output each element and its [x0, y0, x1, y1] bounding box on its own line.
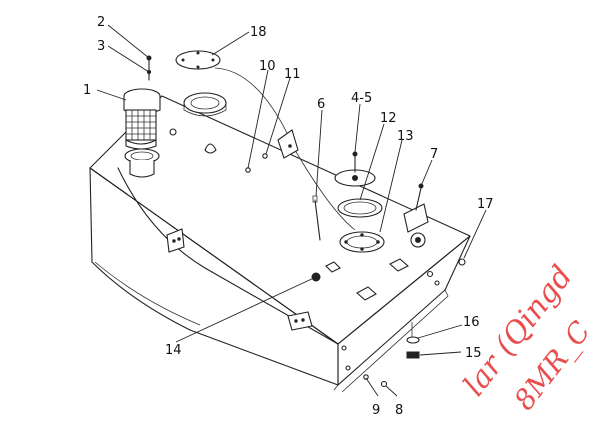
callout-3: 3 — [97, 39, 105, 54]
side-fitting — [458, 258, 466, 266]
top-boss — [204, 143, 217, 154]
callout-11: 11 — [284, 67, 301, 82]
callout-18: 18 — [250, 25, 267, 40]
callout-14: 14 — [165, 343, 182, 358]
callout-6: 6 — [317, 97, 325, 112]
callout-17: 17 — [477, 197, 494, 212]
bracket — [277, 129, 299, 159]
callout-7: 7 — [430, 147, 438, 162]
callout-4-5: 4-5 — [351, 91, 372, 106]
sender-unit — [334, 151, 385, 253]
callout-13: 13 — [397, 129, 414, 144]
mount-pad — [356, 286, 377, 301]
callout-2: 2 — [97, 15, 105, 30]
dipstick — [312, 195, 321, 241]
callout-12: 12 — [380, 111, 397, 126]
leader-lines — [96, 24, 487, 397]
callout-9: 9 — [372, 403, 380, 418]
callout-10: 10 — [259, 59, 276, 74]
drain-plug — [406, 322, 420, 359]
callout-16: 16 — [463, 315, 480, 330]
tank-body — [89, 95, 471, 393]
callout-labels: 2 3 1 18 10 11 6 4-5 12 13 7 17 14 16 15… — [83, 15, 494, 418]
filler-strainer — [123, 55, 161, 178]
front-bracket — [287, 311, 313, 331]
callout-15: 15 — [465, 346, 482, 361]
watermark: lar (Qingd 8MR_C — [457, 259, 597, 416]
level-gauge — [403, 183, 429, 248]
callout-1: 1 — [83, 83, 91, 98]
mount-pad — [389, 258, 409, 272]
callout-8: 8 — [395, 403, 403, 418]
cover-plate — [175, 50, 356, 231]
